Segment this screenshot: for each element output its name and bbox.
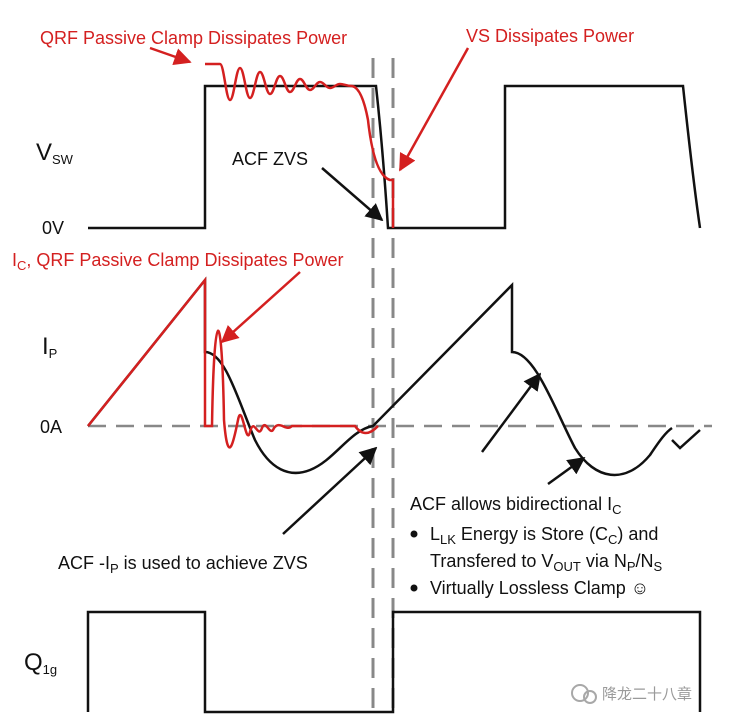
q1g-waveform [86, 610, 702, 714]
watermark-text: 降龙二十八章 [602, 685, 692, 703]
axis-label-vsw: VSW [36, 139, 74, 167]
bullet-text-1: LLK Energy is Store (CC) and [430, 524, 658, 547]
arrow-ic-clamp [220, 271, 301, 344]
vsw-black-waveform [88, 84, 702, 230]
ip-black-waveform [87, 276, 673, 477]
bullet-text-1-cont: Transfered to VOUT via NP/NS [430, 551, 663, 574]
axis-label-ip: IP [42, 333, 57, 361]
axis-label-q1g: Q1g [24, 649, 57, 677]
arrow-acf-zvs [321, 167, 384, 222]
label-qrf-clamp: QRF Passive Clamp Dissipates Power [40, 28, 347, 48]
axis-label-0a: 0A [40, 417, 62, 437]
ip-tail [671, 429, 701, 450]
axis-label-0v: 0V [42, 218, 64, 238]
arrow-vs-dissipates [398, 47, 470, 172]
bullet-text-2: Virtually Lossless Clamp ☺ [430, 578, 649, 598]
watermark: 降龙二十八章 [571, 684, 692, 704]
bullet-dot-2 [410, 584, 418, 592]
label-vs-dissipates: VS Dissipates Power [466, 26, 634, 46]
label-acf-bidirectional: ACF allows bidirectional IC [410, 494, 621, 517]
watermark-logo-icon [571, 684, 589, 702]
arrow-bidir-1 [480, 372, 542, 453]
arrow-qrf-clamp [149, 46, 192, 66]
label-ic-clamp: IC, QRF Passive Clamp Dissipates Power [12, 250, 344, 273]
vsw-red-ringing [205, 62, 395, 228]
bullet-dot-1 [410, 530, 418, 538]
arrow-acf-ip [282, 446, 378, 535]
label-acf-ip: ACF -IP is used to achieve ZVS [58, 553, 308, 576]
ip-red-waveform [87, 276, 379, 449]
label-acf-zvs: ACF ZVS [232, 149, 308, 169]
arrow-bidir-2 [547, 456, 586, 486]
